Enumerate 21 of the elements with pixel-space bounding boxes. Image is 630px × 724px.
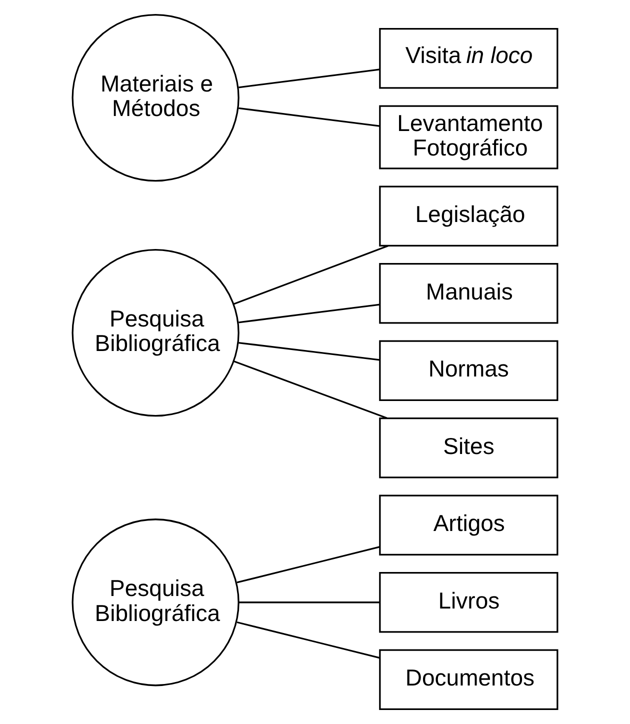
node-box: Legislação xyxy=(379,186,558,247)
node-box: Normas xyxy=(379,340,558,402)
node-box: Livros xyxy=(379,572,558,633)
connector xyxy=(236,546,380,584)
node-circle: Pesquisa Bibliográfica xyxy=(72,518,240,686)
node-box: Manuais xyxy=(379,262,558,324)
connector xyxy=(238,68,380,88)
connector xyxy=(236,621,380,659)
connector xyxy=(238,107,380,127)
node-box: Levantamento Fotográfico xyxy=(379,105,558,170)
connector xyxy=(238,602,380,604)
connector xyxy=(238,304,380,324)
node-box: Sites xyxy=(379,417,558,478)
node-box: Visita in loco xyxy=(379,28,558,89)
connector xyxy=(238,342,380,361)
node-circle: Pesquisa Bibliográfica xyxy=(72,249,240,417)
node-box: Documentos xyxy=(379,649,558,710)
node-circle: Materiais e Métodos xyxy=(72,14,240,182)
connector xyxy=(234,360,388,419)
node-box: Artigos xyxy=(379,494,558,556)
connector xyxy=(234,245,388,305)
